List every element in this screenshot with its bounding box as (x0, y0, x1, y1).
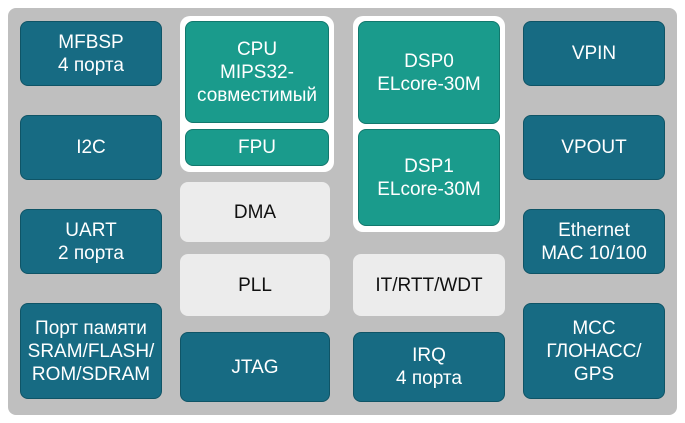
pll-block: PLL (180, 254, 330, 316)
vpout-block: VPOUT (523, 115, 665, 180)
dsp0-block: DSP0 ELcore-30M (358, 21, 500, 124)
dsp1-block: DSP1 ELcore-30M (358, 129, 500, 226)
irq-block: IRQ 4 порта (353, 332, 505, 402)
memory-port-block: Порт памяти SRAM/FLASH/ ROM/SDRAM (20, 303, 162, 399)
i2c-block: I2C (20, 115, 162, 180)
timers-block: IT/RTT/WDT (353, 254, 505, 316)
ethernet-block: Ethernet MAC 10/100 (523, 209, 665, 274)
cpu-block: CPU MIPS32- совместимый (185, 21, 329, 123)
fpu-block: FPU (185, 129, 329, 166)
mcc-block: MCC ГЛОНАСС/ GPS (523, 303, 665, 399)
uart-block: UART 2 порта (20, 209, 162, 274)
jtag-block: JTAG (180, 332, 330, 402)
mfbsp-block: MFBSP 4 порта (20, 21, 162, 86)
vpin-block: VPIN (523, 21, 665, 86)
dma-block: DMA (180, 182, 330, 242)
chip-diagram: MFBSP 4 порта I2C UART 2 порта Порт памя… (8, 8, 677, 415)
